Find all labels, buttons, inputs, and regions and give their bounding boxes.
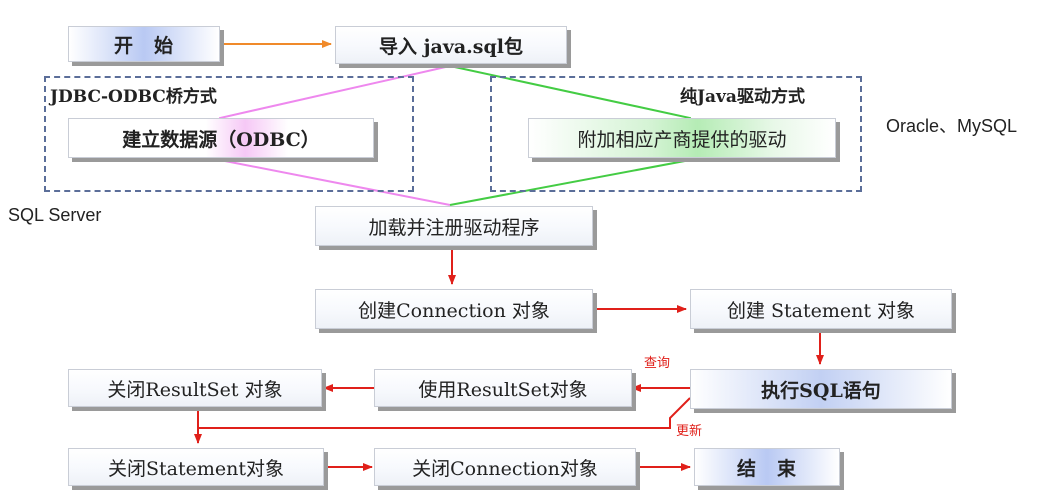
node-use-resultset: 使用ResultSet对象 — [374, 369, 632, 407]
node-use-resultset-label: 使用ResultSet对象 — [418, 378, 588, 401]
group-jdbc-odbc-frame — [44, 76, 414, 192]
edge-label-query: 查询 — [644, 355, 671, 370]
node-import: 导入 java.sql包 — [335, 26, 567, 64]
group-pure-java-frame — [490, 76, 862, 192]
node-execute-sql-label: 执行SQL语句 — [761, 379, 881, 402]
group-jdbc-odbc-title: JDBC-ODBC桥方式 — [50, 87, 217, 107]
node-close-statement: 关闭Statement对象 — [68, 448, 324, 486]
node-odbc-source: 建立数据源（ODBC） — [68, 118, 374, 158]
label-oracle-mysql: Oracle、MySQL — [886, 116, 1018, 136]
node-load-driver-label: 加载并注册驱动程序 — [368, 216, 540, 239]
node-create-connection: 创建Connection 对象 — [315, 289, 593, 329]
arrow-execute-update — [198, 397, 691, 429]
node-start-label: 开 始 — [113, 34, 174, 57]
node-create-statement: 创建 Statement 对象 — [690, 289, 952, 329]
node-execute-sql: 执行SQL语句 — [690, 369, 952, 409]
node-close-statement-label: 关闭Statement对象 — [108, 457, 284, 480]
label-sql-server: SQL Server — [8, 205, 102, 225]
node-close-connection: 关闭Connection对象 — [374, 448, 636, 486]
node-create-statement-label: 创建 Statement 对象 — [726, 299, 916, 322]
node-vendor-driver: 附加相应产商提供的驱动 — [528, 118, 836, 158]
node-close-connection-label: 关闭Connection对象 — [412, 457, 598, 480]
node-create-connection-label: 创建Connection 对象 — [358, 299, 550, 322]
node-load-driver: 加载并注册驱动程序 — [315, 206, 593, 246]
node-end-label: 结 束 — [736, 457, 797, 480]
node-odbc-source-label: 建立数据源（ODBC） — [122, 128, 320, 151]
edge-label-update: 更新 — [676, 423, 703, 438]
node-start: 开 始 — [68, 26, 220, 62]
node-close-resultset-label: 关闭ResultSet 对象 — [107, 378, 283, 401]
node-vendor-driver-label: 附加相应产商提供的驱动 — [577, 128, 787, 151]
node-end: 结 束 — [694, 448, 840, 486]
node-close-resultset: 关闭ResultSet 对象 — [68, 369, 322, 407]
group-pure-java-title: 纯Java驱动方式 — [680, 87, 805, 107]
node-import-label: 导入 java.sql包 — [379, 35, 523, 58]
